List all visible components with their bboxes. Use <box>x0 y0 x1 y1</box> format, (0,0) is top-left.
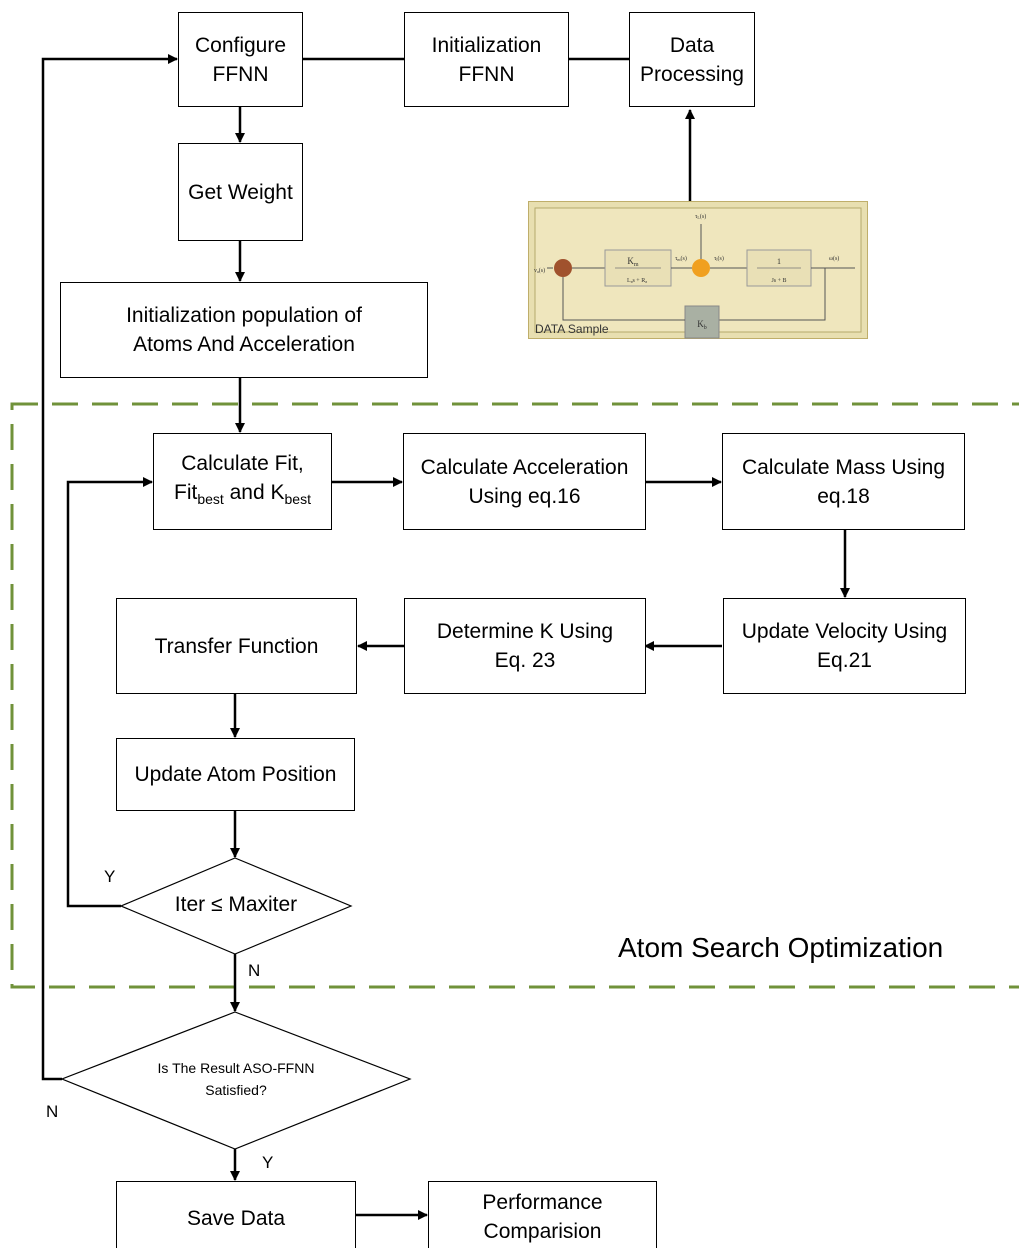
calculate-fit-box: Calculate Fit, Fitbest and Kbest <box>153 433 332 530</box>
kb-block <box>684 305 720 339</box>
save-data-label: Save Data <box>186 1207 286 1230</box>
iter-diamond <box>119 857 353 955</box>
calc-mass-line-2: eq.18 <box>817 484 870 508</box>
data-processing-box: Data Processing <box>629 12 755 107</box>
iter-condition-text: Iter ≤ Maxiter <box>174 893 298 916</box>
transfer-function-box: Transfer Function <box>116 598 357 694</box>
init-pop-line-1: Initialization population of <box>126 304 362 327</box>
fit-subscript: best <box>197 491 224 508</box>
update-vel-line-2: Eq.21 <box>817 649 872 672</box>
data-processing-line-2: Processing <box>640 62 744 86</box>
and-k-text: and K <box>223 480 285 504</box>
calc-fit-line-1: Calculate Fit, <box>181 451 304 475</box>
label-n-left: N <box>46 1102 59 1121</box>
td-label: τl(s) <box>714 255 724 262</box>
update-vel-line-1: Update Velocity Using <box>741 620 948 643</box>
update-atom-label: Update Atom Position <box>134 763 337 786</box>
result-line-1: Is The Result ASO-FFNN <box>157 1060 315 1076</box>
vin-label: va(s) <box>534 267 545 274</box>
init-ffnn-box: Initialization FFNN <box>404 12 569 107</box>
determine-k-line-2: Eq. 23 <box>494 649 556 672</box>
init-ffnn-line-1: Initialization <box>431 33 542 57</box>
label-y-down: Y <box>262 1153 274 1172</box>
data-sample-caption: DATA Sample <box>535 322 609 336</box>
arrow-iter-loop-back <box>66 477 153 908</box>
den2-label: Js + B <box>771 278 786 284</box>
determine-k-box: Determine K Using Eq. 23 <box>404 598 646 694</box>
data-sample-image: Km Las + Ra 1 Js + B Kb va(s) τL(s) τm(s… <box>528 201 868 339</box>
perf-line-1: Performance <box>482 1191 603 1214</box>
get-weight-label: Get Weight <box>188 180 293 204</box>
update-velocity-box: Update Velocity Using Eq.21 <box>723 598 966 694</box>
label-y-loop: Y <box>104 867 116 886</box>
configure-ffnn-box: Configure FFNN <box>178 12 303 107</box>
result-condition-text: Is The Result ASO-FFNN Satisfied? <box>62 1057 410 1101</box>
determine-k-line-1: Determine K Using <box>436 620 614 643</box>
init-population-box: Initialization population of Atoms And A… <box>60 282 428 378</box>
init-pop-line-2: Atoms And Acceleration <box>133 333 355 356</box>
wout-label: ω(s) <box>829 255 839 262</box>
calc-mass-line-1: Calculate Mass Using <box>741 455 946 479</box>
km-sub: m <box>634 262 639 268</box>
tl-label: τL(s) <box>695 213 706 220</box>
calc-acc-line-2: Using eq.16 <box>468 484 581 508</box>
update-atom-position-box: Update Atom Position <box>116 738 355 811</box>
calc-fit-line-2: Fitbest and Kbest <box>174 478 311 514</box>
configure-line-1: Configure <box>194 33 287 57</box>
km-label: Km <box>627 256 639 268</box>
kb-label: Kb <box>697 319 707 331</box>
fit-text: Fit <box>174 480 198 504</box>
block-diagram-drawing: Km Las + Ra 1 Js + B Kb va(s) τL(s) τm(s… <box>534 207 862 339</box>
perf-line-2: Comparision <box>483 1220 602 1243</box>
data-processing-line-1: Data <box>669 33 715 57</box>
performance-comparison-box: Performance Comparision <box>428 1181 657 1248</box>
tm-label: τm(s) <box>675 255 687 262</box>
calc-acc-line-1: Calculate Acceleration <box>420 455 629 479</box>
calculate-acceleration-box: Calculate Acceleration Using eq.16 <box>403 433 646 530</box>
init-ffnn-line-2: FFNN <box>458 62 515 86</box>
den1-label: Las + Ra <box>627 278 647 284</box>
one-label: 1 <box>777 257 781 266</box>
sum-node-1 <box>554 259 572 277</box>
arrow-result-loop-back <box>41 54 178 1081</box>
transfer-label: Transfer Function <box>154 634 319 658</box>
configure-line-2: FFNN <box>212 62 269 86</box>
aso-region-title: Atom Search Optimization <box>618 932 944 963</box>
sum-node-2 <box>692 259 710 277</box>
label-n-down: N <box>248 961 261 980</box>
result-diamond <box>60 1011 412 1150</box>
result-line-2: Satisfied? <box>205 1082 267 1098</box>
save-data-box: Save Data <box>116 1181 356 1248</box>
k-subscript: best <box>284 491 311 508</box>
calculate-mass-box: Calculate Mass Using eq.18 <box>722 433 965 530</box>
get-weight-box: Get Weight <box>178 143 303 241</box>
